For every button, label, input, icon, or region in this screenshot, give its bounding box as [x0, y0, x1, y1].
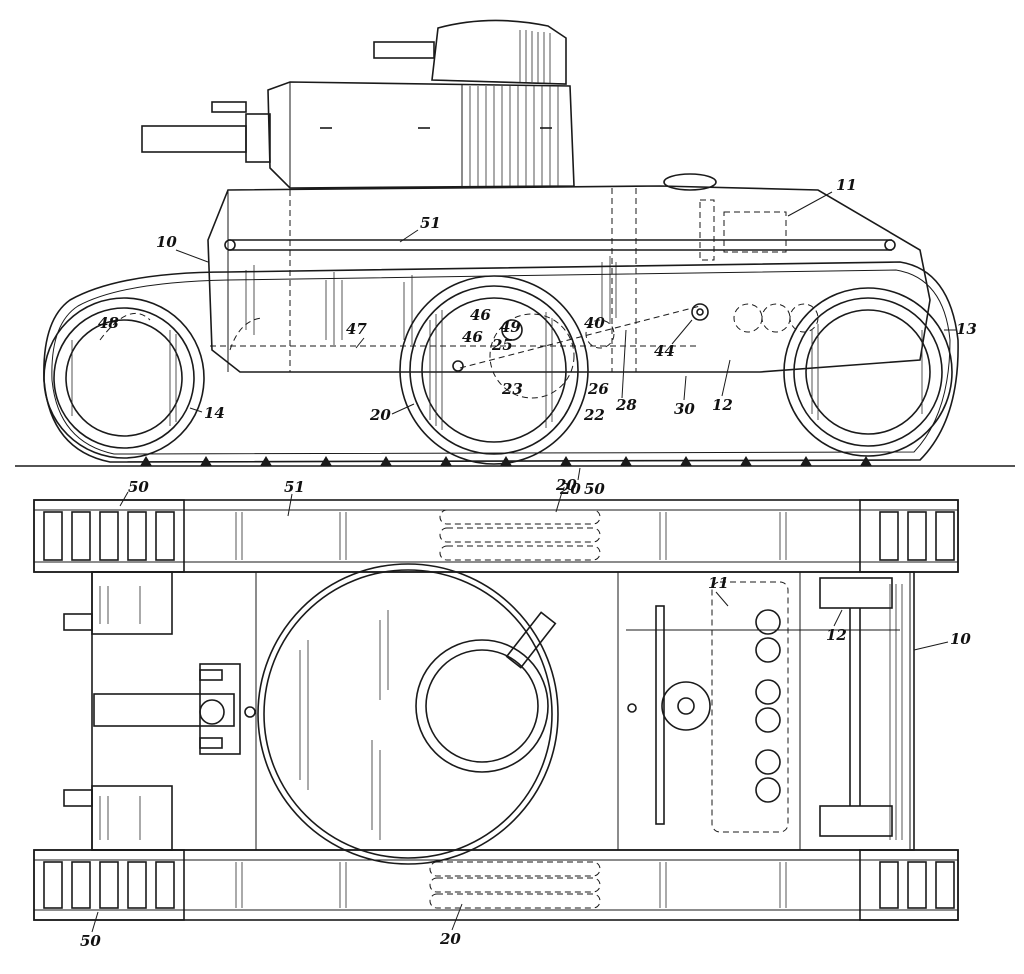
ref-label-12-side: 12 — [712, 396, 733, 414]
ref-label-46-upper: 46 — [470, 306, 491, 324]
ref-label-25: 25 — [491, 336, 513, 354]
superstructure — [267, 81, 575, 189]
ref-label-51-side: 51 — [420, 214, 441, 232]
ref-label-13: 13 — [956, 320, 977, 338]
turret-dome — [373, 19, 567, 85]
plan-upper-track — [33, 499, 959, 573]
ref-label-49: 49 — [500, 318, 521, 336]
plan-engine-compartment — [244, 577, 900, 837]
ref-label-20-top: 20 — [555, 476, 577, 494]
ref-label-50-bottom: 50 — [80, 932, 101, 950]
side-elevation-view: 11 51 10 48 47 46 46 49 25 23 40 44 13 1… — [15, 19, 1015, 498]
ref-label-14: 14 — [204, 404, 225, 422]
ref-label-22: 22 — [583, 406, 605, 424]
front-idler-wheel — [43, 297, 205, 459]
ref-label-50-top: 50 — [128, 478, 149, 496]
ref-label-20-side: 20 — [369, 406, 391, 424]
ref-label-51-top: 51 — [284, 478, 305, 496]
ref-label-12-top: 12 — [826, 626, 847, 644]
plan-lower-track — [33, 849, 959, 921]
hull-body — [99, 173, 931, 399]
ref-label-40: 40 — [584, 314, 605, 332]
ref-label-48: 48 — [98, 314, 119, 332]
ref-label-47: 47 — [346, 320, 367, 338]
center-road-wheel — [399, 275, 589, 465]
ref-label-28: 28 — [615, 396, 637, 414]
ref-label-11-side: 11 — [836, 176, 857, 194]
ref-label-11-top: 11 — [708, 574, 729, 592]
ref-label-50-ground: 50 — [584, 480, 605, 498]
ref-label-26: 26 — [587, 380, 609, 398]
rear-drive-wheel — [783, 287, 953, 457]
ref-label-23: 23 — [501, 380, 523, 398]
plan-view: 50 51 20 11 12 10 50 20 — [33, 476, 971, 950]
ref-label-46-lower: 46 — [462, 328, 483, 346]
ref-label-30: 30 — [674, 400, 695, 418]
ref-label-44: 44 — [654, 342, 675, 360]
ref-label-20-bottom: 20 — [439, 930, 461, 948]
ref-label-10-top: 10 — [950, 630, 971, 648]
ref-label-20-ground: 20 — [559, 480, 581, 498]
ref-label-10-side: 10 — [156, 233, 177, 251]
plan-hull-body — [63, 571, 915, 851]
plan-turret — [257, 563, 559, 865]
gun-barrel — [141, 101, 271, 163]
